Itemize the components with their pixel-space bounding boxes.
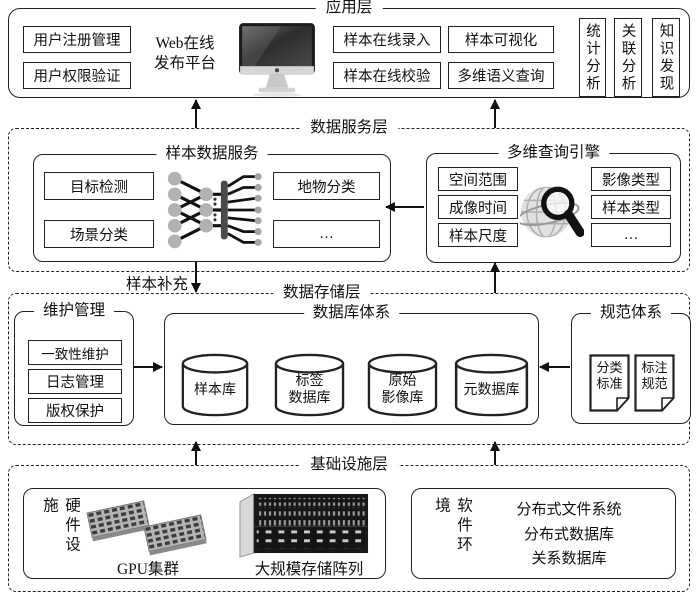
query-engine-more-box: … bbox=[591, 223, 671, 247]
storage-array-image bbox=[237, 492, 371, 558]
software-item: 分布式数据库 bbox=[523, 526, 614, 543]
user-permission-box: 用户权限验证 bbox=[23, 62, 131, 89]
assoc-analysis-box: 关联分析 bbox=[614, 18, 642, 97]
stat-analysis-box: 统计分析 bbox=[579, 18, 606, 97]
software-item: 关系数据库 bbox=[531, 551, 607, 567]
arrow-service-to-app-right bbox=[490, 99, 500, 128]
sample-data-service-title: 样本数据服务 bbox=[156, 144, 268, 164]
landcover-classification-box: 地物分类 bbox=[273, 172, 380, 200]
scene-classification-box: 场景分类 bbox=[44, 220, 154, 248]
gpu-cluster-label: GPU集群 bbox=[116, 561, 179, 578]
infrastructure-layer: 基础设施层 硬件设施 bbox=[8, 455, 690, 592]
arrow-infra-to-storage-left bbox=[191, 441, 201, 465]
sample-entry-box: 样本在线录入 bbox=[333, 26, 441, 53]
copyright-box: 版权保护 bbox=[28, 398, 122, 423]
semantic-query-box: 多维语义查询 bbox=[448, 62, 554, 89]
globe-magnifier-icon bbox=[516, 177, 585, 249]
specification-title: 规范体系 bbox=[590, 303, 672, 323]
user-registration-box: 用户注册管理 bbox=[23, 26, 131, 53]
hardware-title: 硬件设施 bbox=[41, 497, 80, 556]
arrow-infra-to-storage-right bbox=[490, 441, 500, 465]
sample-db-cylinder: 样本库 bbox=[180, 352, 250, 420]
software-title: 软件环境 bbox=[433, 497, 472, 556]
software-items: 分布式文件系统 分布式数据库 关系数据库 bbox=[474, 498, 664, 568]
data-service-layer: 数据服务层 样本数据服务 目标检测 场景分类 bbox=[8, 118, 690, 272]
classification-standard-doc: 分类标准 bbox=[589, 354, 630, 412]
sample-service-more-box: … bbox=[273, 220, 380, 248]
infrastructure-layer-label: 基础设施层 bbox=[300, 455, 398, 475]
data-storage-layer-label: 数据存储层 bbox=[273, 283, 371, 303]
sample-data-service-box: 样本数据服务 目标检测 场景分类 bbox=[33, 144, 391, 262]
spatial-range-box: 空间范围 bbox=[438, 167, 518, 191]
query-engine-box: 多维查询引擎 空间范围 成像时间 样本尺度 影像类型 bbox=[426, 143, 681, 263]
sample-scale-box: 样本尺度 bbox=[438, 223, 518, 247]
image-type-box: 影像类型 bbox=[591, 167, 671, 191]
gpu-cluster-image bbox=[82, 496, 214, 558]
specification-box: 规范体系 分类标准 标注规范 bbox=[571, 303, 691, 424]
arrow-maintenance-to-database bbox=[134, 362, 163, 372]
target-detection-box: 目标检测 bbox=[44, 172, 154, 200]
annotation-spec-doc: 标注规范 bbox=[634, 354, 675, 412]
metadata-db-cylinder: 元数据库 bbox=[453, 352, 530, 420]
arrow-sample-supplement-down bbox=[191, 262, 201, 293]
maintenance-title: 维护管理 bbox=[33, 301, 115, 321]
maintenance-box: 维护管理 一致性维护 日志管理 版权保护 bbox=[14, 301, 134, 426]
sample-type-box: 样本类型 bbox=[591, 195, 671, 219]
arrow-service-to-app-left bbox=[191, 99, 201, 128]
sample-supplement-label: 样本补充 bbox=[125, 276, 188, 293]
imac-display-icon bbox=[236, 21, 318, 97]
data-storage-layer: 数据存储层 维护管理 一致性维护 日志管理 版权保护 数据库体系 样本库 bbox=[8, 283, 691, 445]
software-box: 软件环境 分布式文件系统 分布式数据库 关系数据库 bbox=[411, 488, 676, 579]
software-item: 分布式文件系统 bbox=[516, 502, 622, 518]
query-engine-title: 多维查询引擎 bbox=[497, 143, 610, 163]
application-layer-label: 应用层 bbox=[315, 0, 383, 18]
data-service-layer-label: 数据服务层 bbox=[300, 118, 398, 138]
label-db-cylinder: 标签数据库 bbox=[273, 352, 346, 420]
web-platform-label: Web在线 发布平台 bbox=[153, 34, 216, 72]
hardware-box: 硬件设施 bbox=[23, 488, 386, 579]
sample-check-box: 样本在线校验 bbox=[333, 62, 441, 89]
storage-array-label: 大规模存储阵列 bbox=[254, 561, 364, 578]
arrow-query-to-sample-service bbox=[385, 202, 424, 212]
application-layer: 应用层 用户注册管理 用户权限验证 Web在线 发布平台 bbox=[8, 0, 690, 98]
arrow-storage-to-service bbox=[490, 262, 500, 293]
raw-image-db-cylinder: 原始影像库 bbox=[366, 352, 439, 420]
database-system-title: 数据库体系 bbox=[303, 303, 400, 323]
arrow-spec-to-database bbox=[539, 362, 570, 372]
imaging-time-box: 成像时间 bbox=[438, 195, 518, 219]
consistency-box: 一致性维护 bbox=[28, 340, 122, 365]
knowledge-discovery-box: 知识发现 bbox=[652, 18, 680, 97]
log-management-box: 日志管理 bbox=[28, 369, 122, 394]
neural-network-icon bbox=[163, 167, 265, 253]
sample-visualization-box: 样本可视化 bbox=[448, 26, 554, 53]
database-system-box: 数据库体系 样本库 标签数据库 原始影像库 bbox=[164, 303, 539, 425]
